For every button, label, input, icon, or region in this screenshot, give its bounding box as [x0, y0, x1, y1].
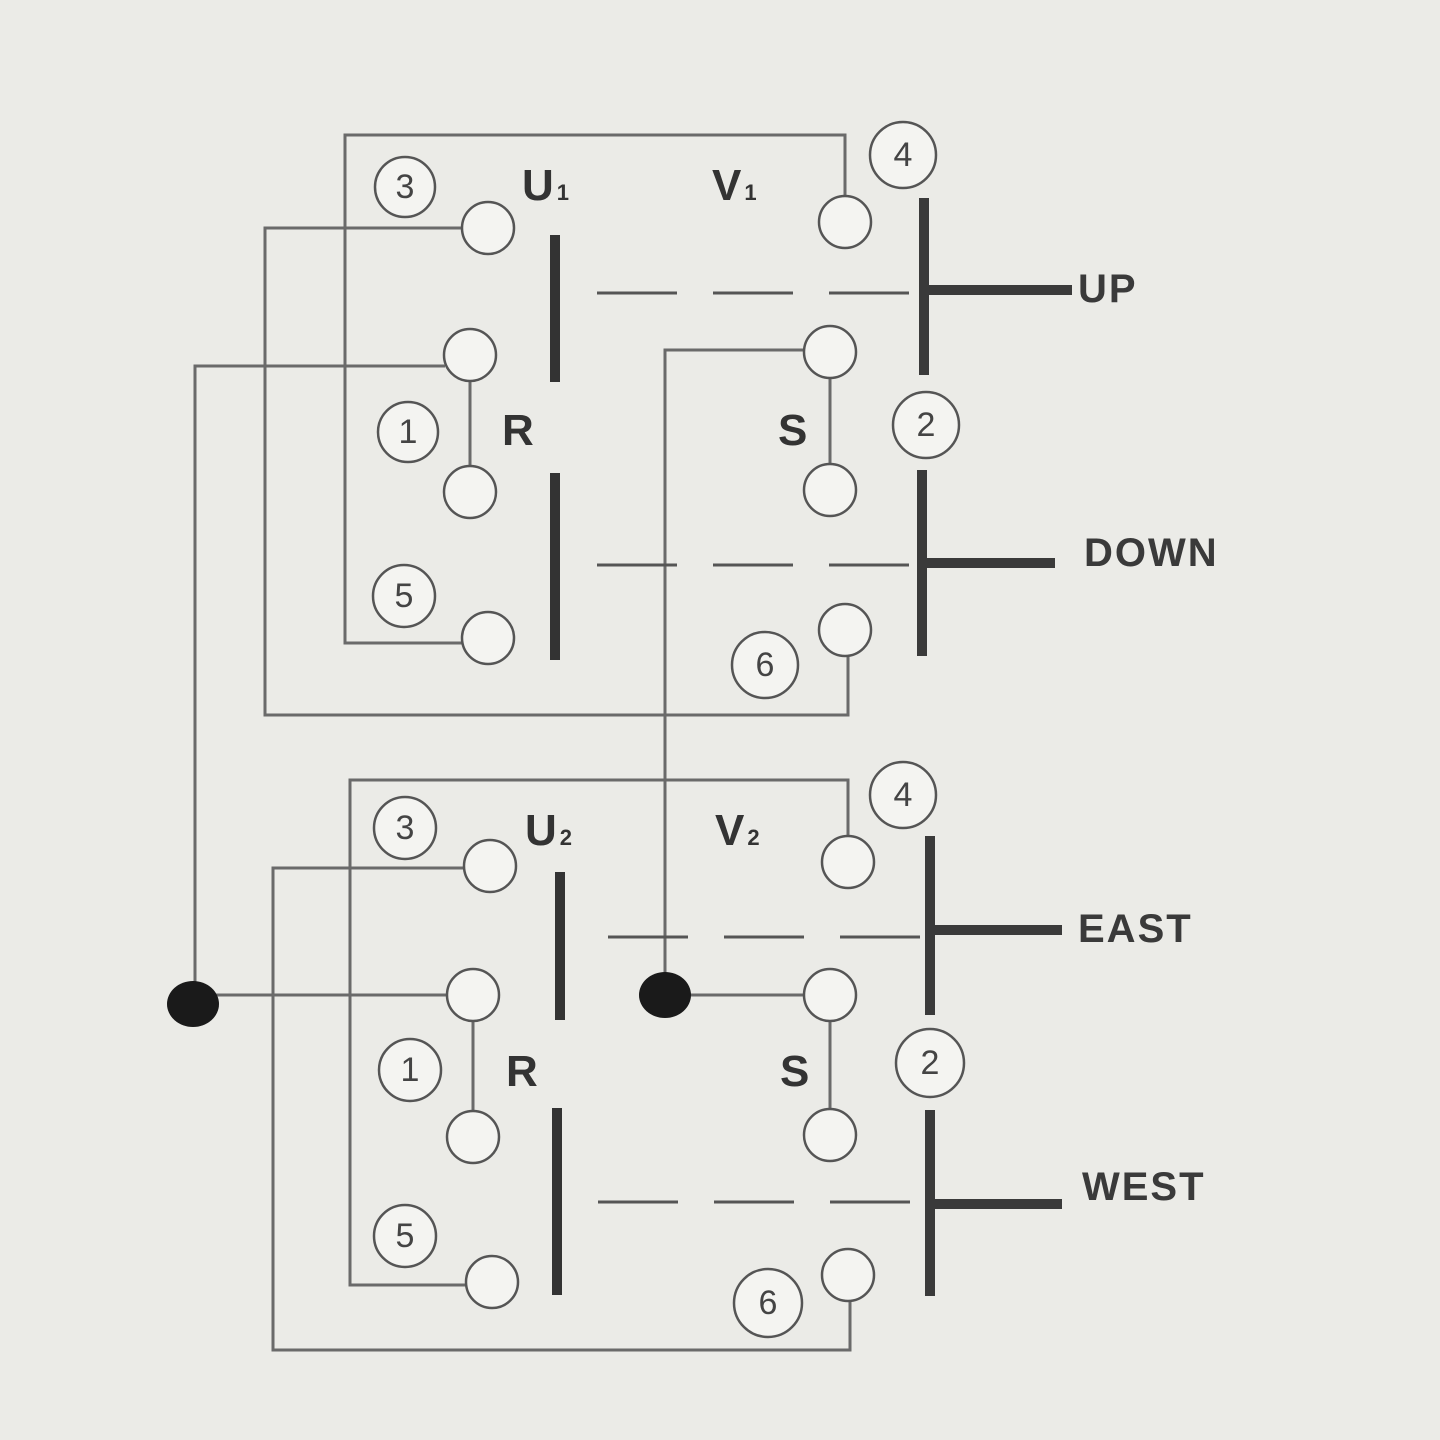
number-circle-3-2 — [372, 795, 438, 861]
number-1-1: 1 — [399, 413, 418, 451]
terminal-v2 — [820, 834, 876, 890]
number-circle-6-1 — [730, 630, 800, 700]
wire-outer-loop-2 — [271, 866, 852, 1352]
number-6-2: 6 — [759, 1284, 778, 1322]
number-circle-1-2 — [377, 1037, 443, 1103]
terminal-r-top-1 — [442, 327, 498, 383]
number-4-2: 4 — [894, 776, 913, 814]
terminal-r-top-2 — [445, 967, 501, 1023]
number-2-1: 2 — [917, 406, 936, 444]
junction-dot-center — [639, 972, 691, 1018]
number-2-2: 2 — [921, 1044, 940, 1082]
label-r-2: R — [506, 1047, 538, 1096]
terminal-s-bottom-1 — [802, 462, 858, 518]
wire-outer-loop-1 — [263, 226, 850, 717]
terminal-s-bottom-2 — [802, 1107, 858, 1163]
number-circle-4-2 — [868, 760, 938, 830]
terminal-r-bottom-2 — [445, 1109, 501, 1165]
number-3-2: 3 — [396, 809, 415, 847]
terminal-v1 — [817, 194, 873, 250]
terminal-5-2 — [464, 1254, 520, 1310]
terminal-s-top-1 — [802, 324, 858, 380]
terminal-u2 — [462, 838, 518, 894]
label-up: UP — [1078, 267, 1138, 311]
label-r-1: R — [502, 406, 534, 455]
number-circle-5-2 — [372, 1203, 438, 1269]
terminal-5-1 — [460, 610, 516, 666]
number-4-1: 4 — [894, 136, 913, 174]
number-circle-2-1 — [891, 390, 961, 460]
wire-inner-loop-1 — [343, 133, 847, 645]
terminal-u1 — [460, 200, 516, 256]
number-6-1: 6 — [756, 646, 775, 684]
label-s-2: S — [780, 1047, 809, 1096]
wire-inner-loop-2 — [348, 778, 850, 1287]
number-circle-6-2 — [732, 1267, 804, 1339]
number-circle-3-1 — [373, 155, 437, 219]
terminal-r-bottom-1 — [442, 464, 498, 520]
number-circle-4-1 — [868, 120, 938, 190]
label-down: DOWN — [1084, 531, 1219, 575]
wire-s-center-1 — [663, 348, 806, 990]
terminal-6-1 — [817, 602, 873, 658]
number-5-2: 5 — [396, 1217, 415, 1255]
number-1-2: 1 — [401, 1051, 420, 1089]
wire-common-r — [193, 364, 447, 997]
number-circle-5-1 — [371, 563, 437, 629]
label-west: WEST — [1082, 1165, 1206, 1209]
number-circle-2-2 — [894, 1027, 966, 1099]
junction-dot-left — [167, 981, 219, 1027]
number-circle-1-1 — [376, 400, 440, 464]
number-5-1: 5 — [395, 577, 414, 615]
label-east: EAST — [1078, 907, 1193, 951]
label-s-1: S — [778, 406, 807, 455]
terminal-s-top-2 — [802, 967, 858, 1023]
terminal-6-2 — [820, 1247, 876, 1303]
number-3-1: 3 — [396, 168, 415, 206]
